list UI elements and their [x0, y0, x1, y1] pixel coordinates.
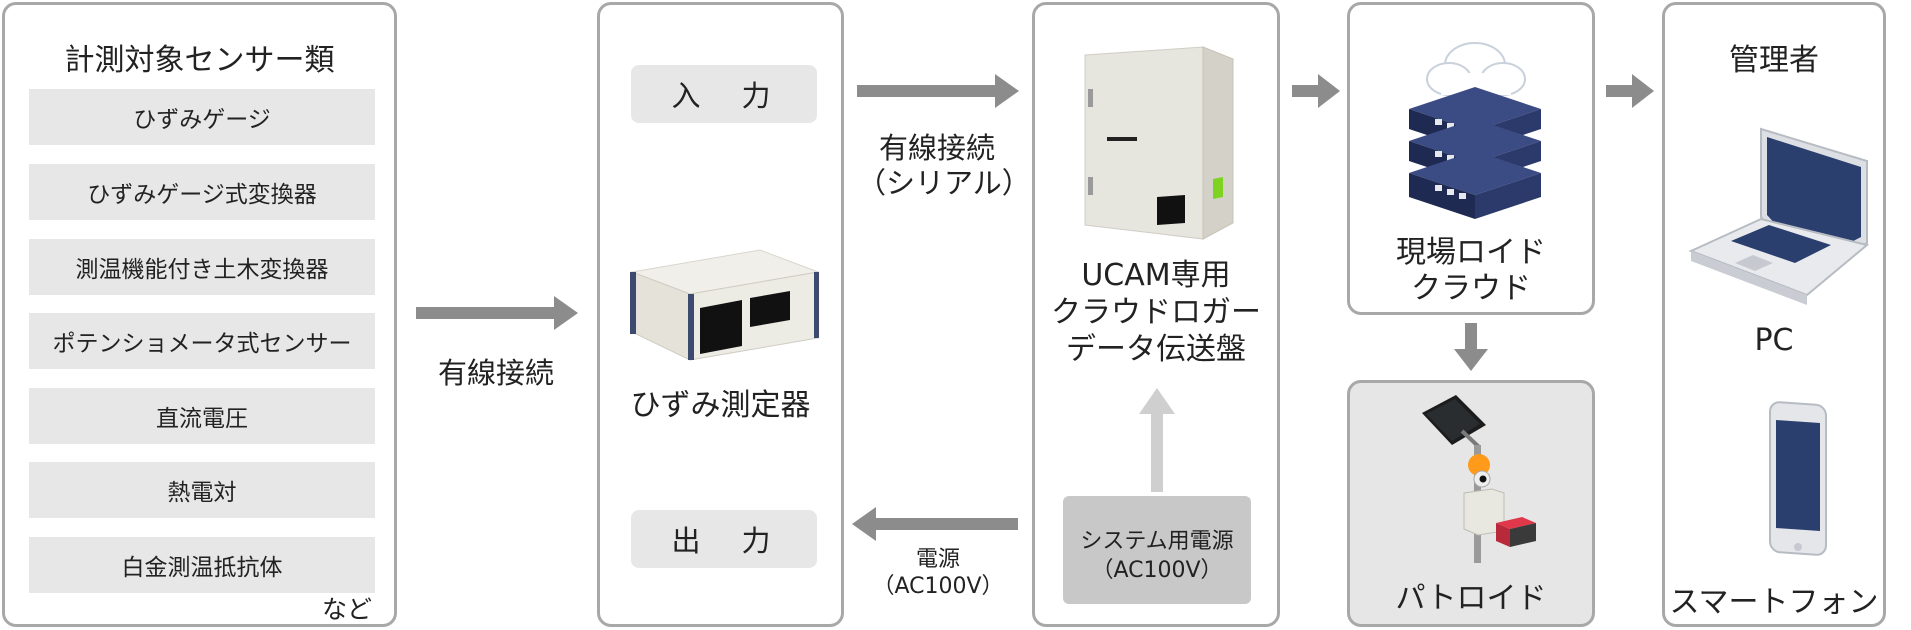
patoroid-device-icon [1422, 395, 1536, 563]
admin-panel: 管理者 PC スマートフォン [1662, 2, 1886, 627]
patoroid-label: パトロイド [1395, 581, 1547, 616]
cloud-line1: 現場ロイド [1396, 235, 1546, 270]
phone-label: スマートフォン [1669, 585, 1879, 620]
logger-line3: データ伝送盤 [1066, 332, 1246, 367]
arrow-cloud-to-patoroid-icon [1454, 323, 1488, 371]
arrow-meter-to-logger-icon [857, 74, 1019, 108]
smartphone-icon [1769, 401, 1827, 556]
sensor-item-potentiometer: ポテンショメータ式センサー [29, 313, 375, 369]
pc-label: PC [1754, 323, 1794, 358]
arrow-cloud-to-admin-icon [1606, 74, 1654, 108]
meter-panel: 入 力 ひずみ測定器 出 力 [597, 2, 844, 627]
sensors-panel: 計測対象センサー類 ひずみゲージ ひずみゲージ式変換器 測温機能付き土木変換器 … [2, 2, 397, 627]
strain-meter-device-icon [630, 249, 820, 361]
sensor-item-strain-transducer: ひずみゲージ式変換器 [29, 164, 375, 220]
link1-label: 有線接続 [437, 356, 554, 390]
arrow-power-to-meter-icon [852, 507, 1018, 541]
sensors-note: など [321, 595, 372, 624]
cloud-line2: クラウド [1411, 271, 1531, 306]
link2-line2: （シリアル） [857, 166, 1031, 200]
input-box: 入 力 [631, 65, 817, 123]
sensor-item-temp-transducer: 測温機能付き土木変換器 [29, 239, 375, 295]
logger-line2: クラウドロガー [1051, 295, 1261, 330]
arrow-power-up-icon [1139, 388, 1175, 492]
logger-panel: UCAM専用 クラウドロガー データ伝送盤 システム用電源 （AC100V） [1032, 2, 1280, 627]
admin-title: 管理者 [1729, 43, 1819, 78]
cloud-server-icon [1409, 42, 1541, 219]
power-link-line1: 電源 [915, 547, 960, 572]
power-supply-line2: （AC100V） [1091, 558, 1223, 583]
sensor-item-dc-voltage: 直流電圧 [29, 388, 375, 444]
sensor-item-strain-gauge: ひずみゲージ [29, 89, 375, 145]
arrow-sensors-to-meter-icon [416, 296, 578, 330]
sensors-title: 計測対象センサー類 [64, 43, 335, 78]
laptop-icon [1688, 127, 1870, 305]
power-supply-box: システム用電源 （AC100V） [1063, 496, 1251, 604]
link2-line1: 有線接続 [878, 131, 995, 165]
logger-line1: UCAM専用 [1081, 258, 1231, 293]
meter-name: ひずみ測定器 [630, 388, 811, 423]
power-supply-line1: システム用電源 [1080, 529, 1234, 554]
sensor-item-rtd: 白金測温抵抗体 [29, 537, 375, 593]
cloud-panel: 現場ロイド クラウド [1347, 2, 1595, 315]
logger-cabinet-icon [1084, 46, 1234, 240]
sensor-item-thermocouple: 熱電対 [29, 462, 375, 518]
arrow-logger-to-cloud-icon [1292, 74, 1340, 108]
power-link-line2: （AC100V） [872, 574, 1004, 599]
output-box: 出 力 [631, 510, 817, 568]
patoroid-panel: パトロイド [1347, 380, 1595, 627]
